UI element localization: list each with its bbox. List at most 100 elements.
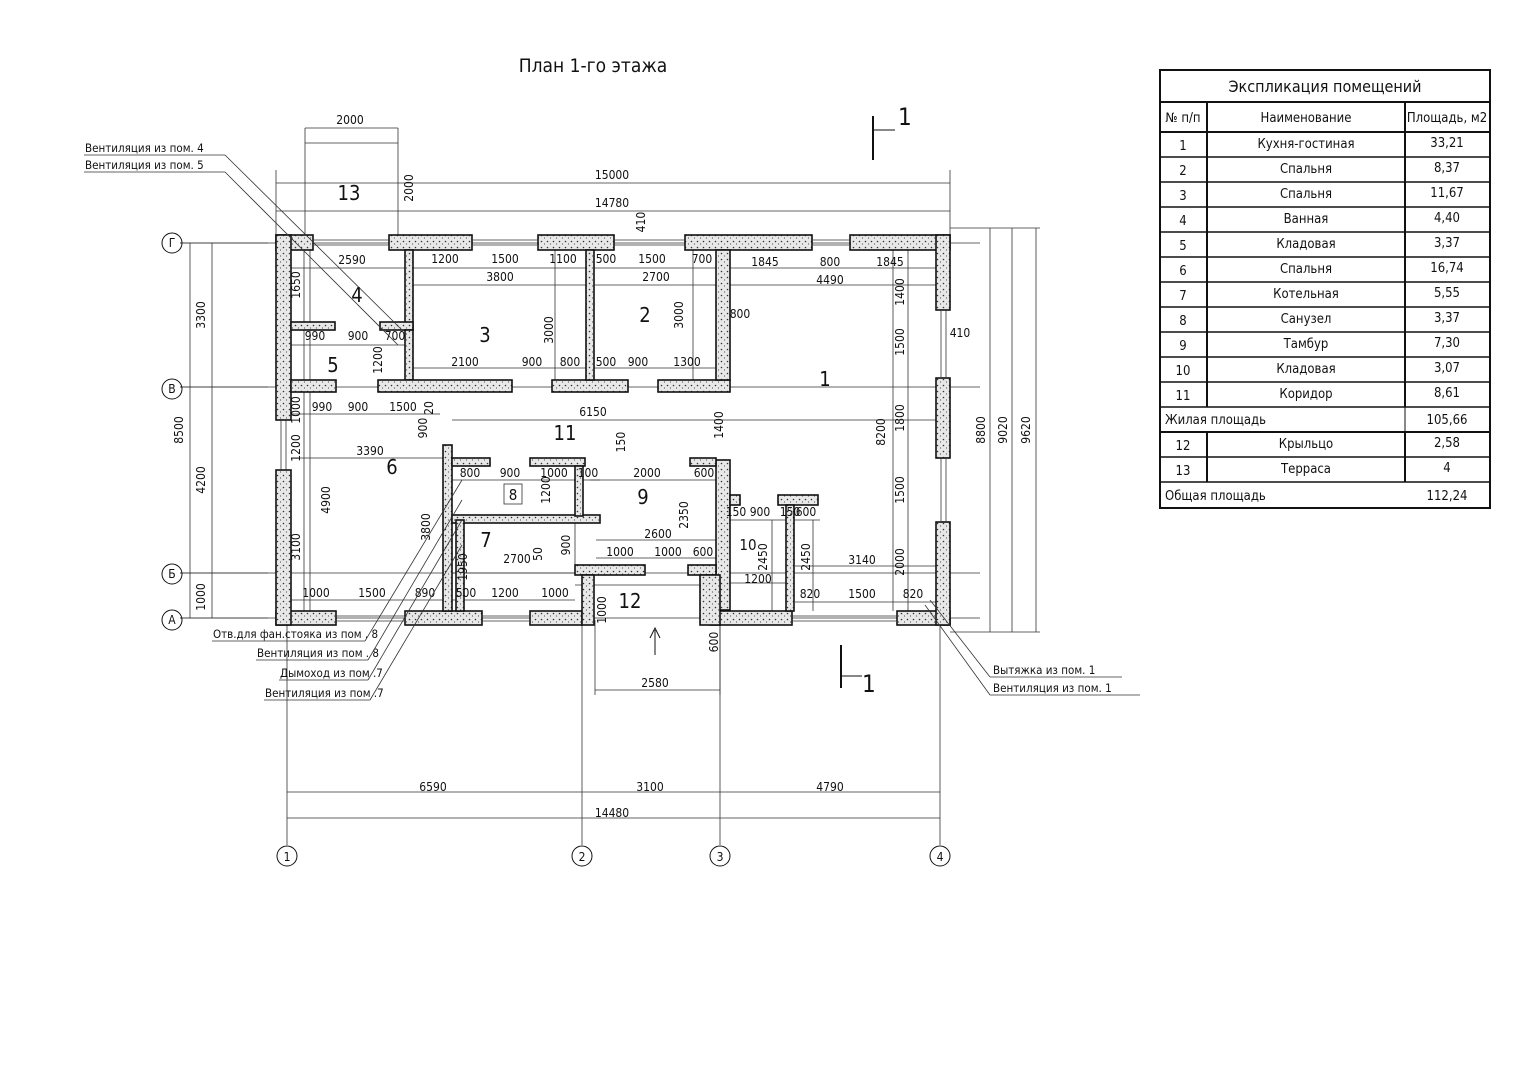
wall bbox=[699, 574, 721, 626]
dimension-label: 1500 bbox=[893, 328, 907, 356]
total-area-label: Общая площадь bbox=[1165, 489, 1266, 504]
room-number-5: 5 bbox=[327, 353, 338, 377]
dimension-label: 1950 bbox=[456, 553, 470, 581]
table-cell-name: Коридор bbox=[1279, 387, 1332, 402]
dimension-label: 3140 bbox=[848, 553, 876, 567]
dimension-label: 3100 bbox=[636, 780, 664, 794]
room-number-3: 3 bbox=[479, 323, 490, 347]
dimension-label: 1500 bbox=[638, 252, 666, 266]
wall bbox=[777, 494, 819, 506]
wall bbox=[785, 504, 795, 612]
dimension-label: 410 bbox=[634, 212, 648, 233]
table-cell-number: 12 bbox=[1176, 439, 1191, 454]
dimension-label: 9020 bbox=[996, 416, 1010, 444]
dimension-label: 2580 bbox=[641, 676, 669, 690]
dimension-label: 2700 bbox=[503, 552, 531, 566]
table-cell-name: Спальня bbox=[1280, 162, 1332, 177]
wall bbox=[574, 564, 646, 576]
note-vent-room-5: Вентиляция из пом. 5 bbox=[85, 158, 204, 172]
dimension-label: 3000 bbox=[542, 316, 556, 344]
table-cell-area: 11,67 bbox=[1430, 186, 1463, 201]
room-number-4: 4 bbox=[351, 283, 362, 307]
dimension-label: 1800 bbox=[893, 404, 907, 432]
wall bbox=[379, 321, 414, 331]
dimension-label: 1200 bbox=[431, 252, 459, 266]
table-cell-area: 8,61 bbox=[1434, 386, 1460, 401]
room-number-11: 11 bbox=[554, 421, 577, 445]
dimension-label: 900 bbox=[559, 535, 573, 556]
room-number-1: 1 bbox=[819, 367, 830, 391]
table-cell-area: 3,37 bbox=[1434, 311, 1460, 326]
dimension-label: 800 bbox=[820, 255, 841, 269]
note-vent-room-7: Вентиляция из пом .7 bbox=[265, 686, 384, 700]
dimension-label: 8200 bbox=[874, 418, 888, 446]
dimension-label: 20 bbox=[422, 401, 436, 415]
dimension-label: 410 bbox=[950, 326, 971, 340]
dimension-label: 1845 bbox=[876, 255, 903, 269]
table-cell-number: 1 bbox=[1179, 139, 1186, 154]
dimension-label: 6150 bbox=[579, 405, 607, 419]
dimension-label: 800 bbox=[560, 355, 581, 369]
dimension-label: 1200 bbox=[371, 346, 385, 374]
dimension-label: 1500 bbox=[491, 252, 519, 266]
table-cell-number: 11 bbox=[1176, 389, 1191, 404]
axis-label-column: 2 bbox=[579, 850, 586, 864]
section-mark-bottom: 1 bbox=[840, 645, 876, 698]
dimension-label: 1400 bbox=[893, 278, 907, 306]
dimension-label: 1400 bbox=[712, 411, 726, 439]
axis-bubble-row bbox=[161, 563, 183, 585]
table-cell-area: 16,74 bbox=[1430, 261, 1463, 276]
table-cell-number: 5 bbox=[1179, 239, 1186, 254]
table-cell-area: 2,58 bbox=[1434, 436, 1460, 451]
table-cell-name: Кладовая bbox=[1276, 362, 1335, 377]
table-cell-name: Кухня-гостиная bbox=[1257, 137, 1354, 152]
table-title: Экспликация помещений bbox=[1229, 77, 1422, 96]
dimension-label: 1100 bbox=[549, 252, 577, 266]
dimension-label: 100 bbox=[578, 466, 599, 480]
table-cell-area: 33,21 bbox=[1430, 136, 1463, 151]
axis-label-row: В bbox=[168, 382, 175, 396]
dimension-label: 2100 bbox=[451, 355, 479, 369]
dimension-label: 4790 bbox=[816, 780, 844, 794]
table-header: Площадь, м2 bbox=[1407, 111, 1487, 126]
wall bbox=[581, 574, 595, 626]
axis-label-column: 3 bbox=[717, 850, 724, 864]
note-chimney-room-7: Дымоход из пом .7 bbox=[280, 666, 383, 680]
note-exhaust-room-1: Вытяжка из пом. 1 bbox=[993, 663, 1095, 677]
table-cell-name: Ванная bbox=[1284, 212, 1329, 227]
dimension-label: 1000 bbox=[302, 586, 330, 600]
dimension-label: 1200 bbox=[744, 572, 772, 586]
dimension-label: 2450 bbox=[799, 543, 813, 571]
dimension-label: 1200 bbox=[539, 476, 553, 504]
section-mark-top: 1 bbox=[872, 103, 912, 160]
note-vent-room-4: Вентиляция из пом. 4 bbox=[85, 141, 204, 155]
dimension-label: 3000 bbox=[672, 301, 686, 329]
table-cell-area: 3,37 bbox=[1434, 236, 1460, 251]
dimension-label: 1000 bbox=[541, 586, 569, 600]
table-cell-name: Терраса bbox=[1280, 462, 1331, 477]
dimension-label: 890 bbox=[415, 586, 436, 600]
table-frame bbox=[1159, 69, 1491, 509]
room-number-12: 12 bbox=[619, 589, 642, 613]
dimension-label: 2600 bbox=[644, 527, 672, 541]
note-vent-room-8: Вентиляция из пом . 8 bbox=[257, 646, 379, 660]
dimension-label: 820 bbox=[800, 587, 821, 601]
axis-label-column: 4 bbox=[937, 850, 944, 864]
dimension-label: 6590 bbox=[419, 780, 447, 794]
table-cell-number: 2 bbox=[1179, 164, 1186, 179]
wall bbox=[729, 494, 741, 506]
axis-bubble-column bbox=[276, 845, 298, 867]
section-label-bottom: 1 bbox=[862, 670, 876, 698]
wall bbox=[275, 469, 292, 626]
dimension-label: 150 bbox=[614, 432, 628, 453]
dimension-label: 2000 bbox=[336, 113, 364, 127]
wall bbox=[684, 234, 813, 251]
axis-label-row: Г bbox=[169, 236, 176, 250]
dimension-label: 900 bbox=[416, 418, 430, 439]
dimension-label: 990 bbox=[305, 329, 326, 343]
table-cell-area: 5,55 bbox=[1434, 286, 1460, 301]
wall bbox=[935, 521, 951, 626]
dimension-label: 3300 bbox=[194, 301, 208, 329]
wall bbox=[451, 457, 491, 467]
